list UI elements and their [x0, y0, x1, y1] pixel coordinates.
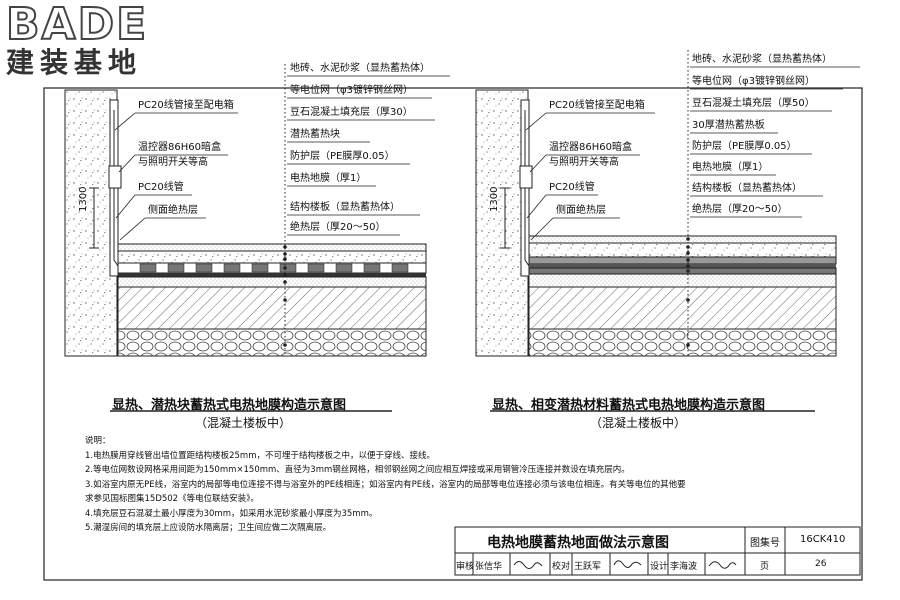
left-layer-label: 潜热蓄热块	[290, 129, 340, 140]
design-name: 李海波	[670, 562, 698, 572]
right-wall	[475, 89, 529, 357]
left-layer-label: 电热地膜（厚1）	[290, 173, 367, 184]
review-name: 张信华	[475, 562, 503, 572]
right-caption: 显热、相变潜热材料蓄热式电热地膜构造示意图	[492, 398, 766, 413]
left-side-label: 侧面绝热层	[148, 205, 198, 216]
right-side-label: PC20线管接至配电箱	[549, 100, 645, 111]
atlas-label: 图集号	[750, 538, 780, 549]
right-thermostat-box	[519, 165, 533, 189]
right-side-leaders	[525, 112, 655, 241]
left-detail	[64, 64, 450, 357]
left-layer-label: 防护层（PE膜厚0.05）	[290, 151, 395, 162]
note-item: 求参见国标图集15D502《等电位联结安装》。	[85, 494, 259, 504]
left-dim-value: 1300	[78, 186, 89, 212]
right-layer-label: 地砖、水泥砂浆（显热蓄热体）	[692, 54, 832, 65]
right-sub-caption: （混凝土楼板中）	[590, 416, 687, 430]
left-layer-label: 地砖、水泥砂浆（显热蓄热体）	[290, 63, 430, 74]
drawing-frame	[43, 87, 863, 581]
notes-block: 说明： 1.电热膜用穿线管出墙位置距结构楼板25mm，不可埋于结构楼板之中，以便…	[85, 434, 845, 536]
left-insulation	[117, 276, 427, 288]
left-sub-caption: （混凝土楼板中）	[195, 416, 292, 430]
right-side-label: 与照明开关等高	[549, 157, 619, 168]
right-layer-label: 绝热层（厚20～50）	[692, 204, 788, 215]
right-base-layer	[528, 328, 837, 357]
left-thermostat-box	[108, 165, 122, 189]
check-name: 王跃军	[574, 562, 602, 572]
page-label: 页	[760, 562, 770, 572]
page-number: 26	[815, 559, 827, 569]
left-layer-label: 豆石混凝土填充层（厚30）	[290, 107, 413, 118]
check-label: 校对	[552, 562, 571, 572]
right-layer-label: 防护层（PE膜厚0.05）	[692, 141, 797, 152]
right-tile-layer	[528, 235, 837, 244]
right-layer-label: 30厚潜热蓄热板	[692, 120, 765, 131]
left-fill-layer	[117, 250, 427, 264]
right-structural-slab	[528, 286, 837, 330]
note-item: 4.填充层豆石混凝土最小厚度为30mm，如采用水泥砂浆最小厚度为35mm。	[85, 508, 378, 519]
left-caption: 显热、潜热块蓄热式电热地膜构造示意图	[112, 398, 347, 413]
right-detail	[475, 50, 860, 357]
left-tile-layer	[117, 243, 427, 252]
left-layer-underlines	[287, 75, 450, 236]
note-item: 5.潮湿房间的填充层上应设防水隔离层；卫生间应做二次隔离层。	[85, 523, 332, 533]
signature-marks	[513, 560, 737, 569]
right-side-label: PC20线管	[549, 182, 595, 193]
review-label: 审核	[456, 562, 475, 572]
left-layer-label: 绝热层（厚20～50）	[290, 222, 386, 233]
left-layer-label: 等电位网（φ3镀锌钢丝网）	[290, 85, 413, 96]
left-heating-film	[118, 273, 426, 277]
right-side-label: 温控器86H60暗盒	[549, 142, 632, 153]
drawing-title: 电热地膜蓄热地面做法示意图	[487, 535, 669, 551]
right-layer-label: 豆石混凝土填充层（厚50）	[692, 98, 815, 109]
left-base-layer	[117, 328, 427, 357]
note-item: 3.如浴室内原无PE线，浴室内的局部等电位连接不得与浴室外的PE线相连；如浴室内…	[85, 479, 686, 490]
title-block-grid	[454, 526, 861, 576]
note-item: 1.电热膜用穿线管出墙位置距结构楼板25mm，不可埋于结构楼板之中，以便于穿线、…	[85, 450, 435, 461]
left-structural-slab	[117, 286, 427, 330]
left-block-row	[139, 263, 409, 273]
atlas-number: 16CK410	[800, 534, 846, 545]
bade-logo: BADE 建装基地	[5, 0, 176, 82]
right-layer-label: 电热地膜（厚1）	[692, 162, 769, 173]
left-side-label: PC20线管接至配电箱	[138, 100, 234, 111]
left-side-label: 与照明开关等高	[138, 157, 208, 168]
left-layer-label: 结构楼板（显热蓄热体）	[290, 202, 400, 213]
left-side-label: 温控器86H60暗盒	[138, 142, 221, 153]
right-layer-label: 结构楼板（显热蓄热体）	[692, 183, 802, 194]
notes-title: 说明：	[85, 436, 111, 446]
right-protect-layer	[529, 264, 836, 268]
design-label: 设计	[650, 562, 669, 572]
right-insulation	[528, 273, 837, 288]
logo-text-zh: 建装基地	[6, 46, 143, 79]
left-wall	[64, 89, 118, 357]
right-side-label: 侧面绝热层	[556, 205, 606, 216]
right-fill-layer	[528, 242, 837, 258]
right-dim-value: 1300	[489, 186, 500, 212]
right-heating-film	[528, 267, 837, 275]
left-side-label: PC20线管	[138, 182, 184, 193]
note-item: 2.等电位网数设网格采用间距为150mm×150mm、直径为3mm钢丝网格，相邻…	[85, 465, 630, 475]
logo-text-en: BADE	[5, 0, 149, 50]
left-side-leaders	[114, 112, 238, 241]
right-latent-board	[528, 256, 837, 265]
right-layer-underlines	[690, 66, 860, 218]
right-layer-label: 等电位网（φ3镀锌钢丝网）	[692, 76, 815, 87]
